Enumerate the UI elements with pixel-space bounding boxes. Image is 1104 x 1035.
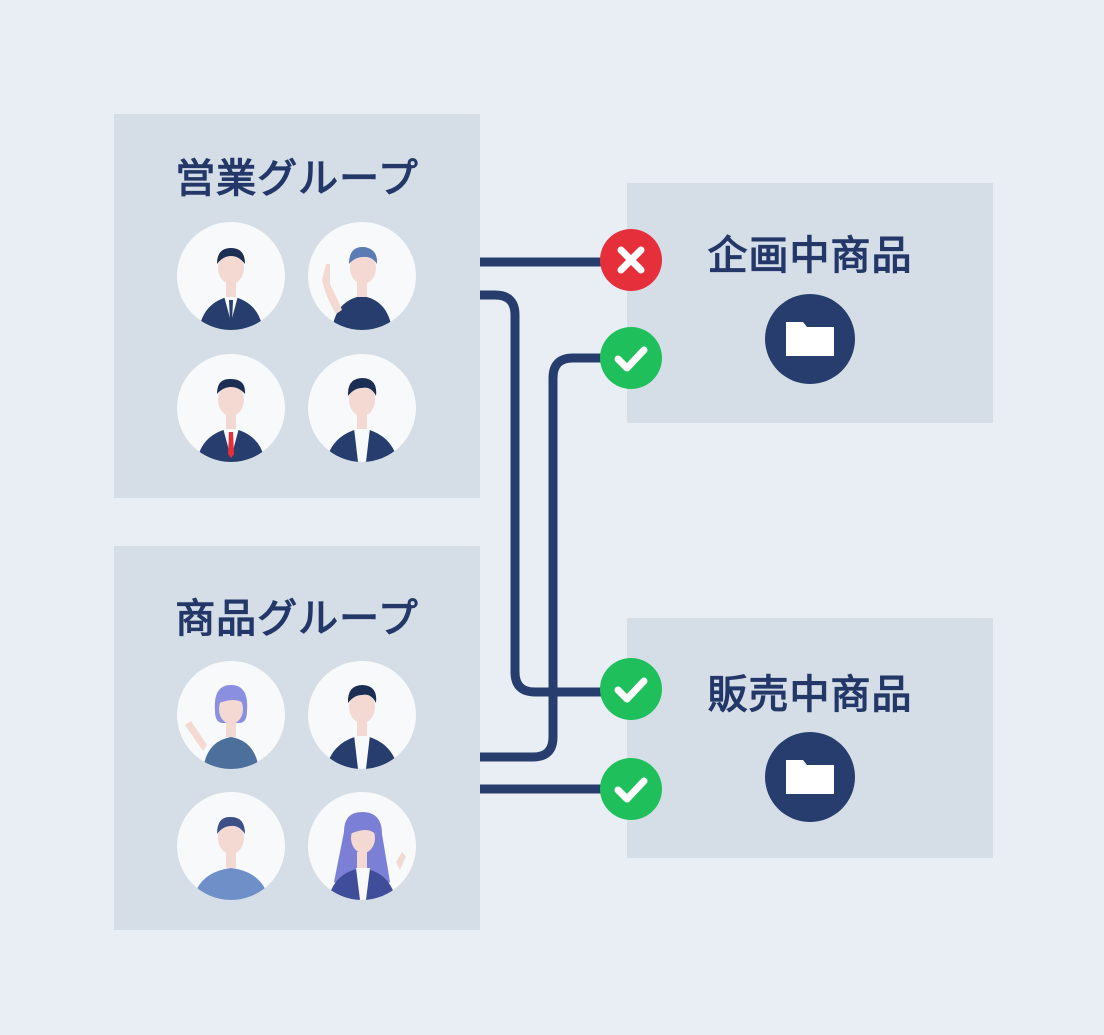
group-panel-sales: 営業グループ bbox=[114, 114, 480, 498]
woman-long-hair-icon bbox=[308, 792, 416, 900]
resource-title: 販売中商品 bbox=[707, 672, 913, 718]
man-open-jacket-icon bbox=[308, 661, 416, 769]
connector-product-to-planning bbox=[480, 353, 630, 762]
woman-purple-hair-icon bbox=[177, 661, 285, 769]
man-sweater-pointing-icon bbox=[308, 222, 416, 330]
group-panel-product: 商品グループ bbox=[114, 546, 480, 930]
resource-panel-planning: 企画中商品 bbox=[627, 183, 993, 423]
resource-title: 企画中商品 bbox=[707, 233, 913, 279]
check-icon bbox=[600, 758, 662, 820]
man-blue-sweater-icon bbox=[177, 792, 285, 900]
check-icon bbox=[600, 658, 662, 720]
cross-icon bbox=[600, 229, 662, 291]
check-icon bbox=[600, 327, 662, 389]
businessman-red-tie-icon bbox=[177, 354, 285, 462]
group-title: 商品グループ bbox=[175, 596, 419, 642]
businessman-tie-icon bbox=[177, 222, 285, 330]
folder-icon bbox=[765, 294, 855, 384]
resource-panel-selling: 販売中商品 bbox=[627, 618, 993, 858]
folder-icon bbox=[765, 732, 855, 822]
group-title: 営業グループ bbox=[175, 156, 419, 202]
connector-sales-to-selling bbox=[480, 290, 630, 697]
man-open-jacket-icon bbox=[308, 354, 416, 462]
